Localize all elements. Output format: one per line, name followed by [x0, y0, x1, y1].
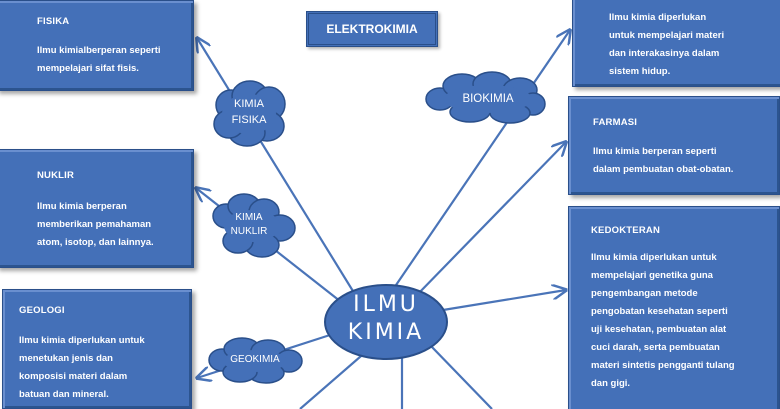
box-nuklir-line: Ilmu kimia berperan — [37, 201, 127, 212]
box-geologi-line: batuan dan mineral. — [19, 389, 109, 400]
box-fisika-title: FISIKA — [37, 16, 70, 27]
box-biologi-line: untuk mempelajari materi — [609, 30, 725, 41]
center-line-2: KIMIA — [347, 320, 425, 345]
cloud-nuklir-line-2: NUKLIR — [230, 226, 268, 237]
title-text: ELEKTROKIMIA — [326, 22, 418, 36]
box-geologi-line: Ilmu kimia diperlukan untuk — [19, 335, 145, 346]
box-kedokteran-line: pengobatan kesehatan seperti — [591, 306, 728, 317]
center-label: ILMU KIMIA — [325, 291, 447, 347]
box-kedokteran-line: pengembangan metode — [591, 288, 698, 299]
box-biologi: Ilmu kimia diperlukan untuk mempelajari … — [572, 0, 780, 87]
box-fisika-line: mempelajari sifat fisis. — [37, 63, 139, 74]
cloud-kimia-nuklir-label: KIMIA NUKLIR — [218, 211, 280, 239]
box-kedokteran-line: materi sintetis pengganti tulang — [591, 360, 735, 371]
cloud-fisika-line-1: KIMIA — [234, 98, 264, 110]
box-kedokteran-line: uji kesehatan, pembuatan alat — [591, 324, 727, 335]
cloud-nuklir-line-1: KIMIA — [235, 212, 263, 223]
box-farmasi-text: Ilmu kimia berperan seperti dalam pembua… — [593, 143, 733, 179]
cloud-kimia-nuklir — [212, 193, 296, 258]
link-farmasi — [414, 142, 566, 298]
cloud-fisika-line-2: FISIKA — [231, 114, 267, 126]
center-ellipse — [324, 284, 448, 360]
box-biologi-line: Ilmu kimia diperlukan — [609, 12, 707, 23]
box-fisika: FISIKA Ilmu kimialberperan seperti mempe… — [0, 0, 194, 91]
box-geologi: GEOLOGI Ilmu kimia diperlukan untuk mene… — [2, 289, 192, 409]
center-line-1: ILMU — [353, 292, 419, 317]
link-kedokteran — [442, 290, 566, 312]
cloud-kimia-fisika-label: KIMIA FISIKA — [218, 96, 280, 128]
link-biologi — [393, 30, 570, 289]
box-farmasi-title: FARMASI — [593, 117, 638, 128]
cloud-geokimia-label: GEOKIMIA — [230, 354, 280, 365]
box-geologi-line: menetukan jenis dan — [19, 353, 113, 364]
box-kedokteran-line: Ilmu kimia diperlukan untuk — [591, 252, 717, 263]
box-kedokteran-line: mempelajari genetika guna — [591, 270, 713, 281]
box-nuklir-text: Ilmu kimia berperan memberikan pemahaman… — [37, 198, 154, 252]
cloud-biokimia-label: BIOKIMIA — [462, 93, 514, 105]
box-farmasi: FARMASI Ilmu kimia berperan seperti dala… — [568, 96, 780, 195]
box-farmasi-line: Ilmu kimia berperan seperti — [593, 146, 717, 157]
link-down-1 — [299, 349, 369, 409]
box-farmasi-line: dalam pembuatan obat-obatan. — [593, 164, 734, 175]
title-box: ELEKTROKIMIA — [306, 11, 438, 47]
box-fisika-line: Ilmu kimialberperan seperti — [37, 45, 161, 56]
box-nuklir-line: atom, isotop, dan lainnya. — [37, 237, 154, 248]
box-biologi-text: Ilmu kimia diperlukan untuk mempelajari … — [609, 9, 724, 81]
box-geologi-title: GEOLOGI — [19, 305, 65, 316]
box-kedokteran-line: dan gigi. — [591, 378, 631, 389]
box-nuklir-title: NUKLIR — [37, 170, 75, 181]
box-fisika-text: Ilmu kimialberperan seperti mempelajari … — [37, 42, 161, 78]
box-biologi-line: sistem hidup. — [609, 66, 671, 77]
box-kedokteran: KEDOKTERAN Ilmu kimia diperlukan untuk m… — [568, 206, 780, 409]
cloud-kimia-fisika — [213, 80, 286, 147]
box-nuklir-line: memberikan pemahaman — [37, 219, 152, 230]
box-geologi-text: Ilmu kimia diperlukan untuk menetukan je… — [19, 332, 145, 404]
box-geologi-line: komposisi materi dalam — [19, 371, 128, 382]
link-down-3 — [429, 344, 493, 409]
box-kedokteran-title: KEDOKTERAN — [591, 225, 661, 236]
box-nuklir: NUKLIR Ilmu kimia berperan memberikan pe… — [0, 149, 194, 268]
box-kedokteran-text: Ilmu kimia diperlukan untuk mempelajari … — [591, 249, 735, 393]
cloud-geokimia — [208, 337, 303, 384]
box-kedokteran-line: cuci darah, serta pembuatan — [591, 342, 720, 353]
cloud-biokimia — [425, 71, 546, 124]
link-fisika — [197, 38, 357, 297]
box-biologi-line: dan interakasinya dalam — [609, 48, 720, 59]
